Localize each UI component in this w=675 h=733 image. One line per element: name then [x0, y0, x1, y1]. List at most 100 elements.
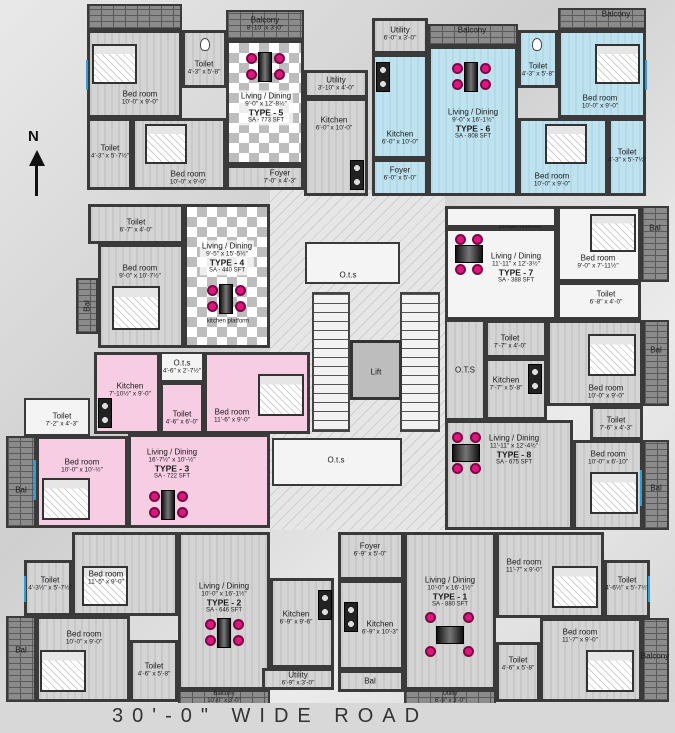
bed-icon: [590, 214, 636, 252]
stove-icon: [98, 398, 112, 428]
chair-icon: [470, 463, 481, 474]
label-t8-bal1: Bal: [650, 345, 662, 355]
room-t2-utility: [262, 668, 334, 690]
label-t7-bal: Bal: [649, 223, 661, 233]
dining-table-icon: [455, 245, 483, 263]
window: [24, 576, 26, 602]
room-t1-living: [404, 532, 496, 690]
lift: [350, 340, 402, 400]
chair-icon: [463, 612, 474, 623]
chair-icon: [233, 635, 244, 646]
chair-icon: [274, 53, 285, 64]
chair-icon: [452, 63, 463, 74]
bed-icon: [42, 478, 90, 520]
window: [34, 460, 36, 500]
label-ots-right: O.T.S: [454, 365, 476, 375]
bed-icon: [595, 44, 640, 84]
chair-icon: [233, 619, 244, 630]
dining-table-icon: [219, 284, 233, 314]
dining-table-icon: [436, 626, 464, 644]
chair-icon: [274, 69, 285, 80]
arrow-up-icon: [29, 150, 45, 166]
room-t3-toilet2: [24, 398, 90, 436]
lift-label: Lift: [370, 367, 382, 377]
label-t1-bal-text: Balcony: [640, 651, 670, 661]
room-t7-bal: [641, 206, 669, 282]
chair-icon: [246, 69, 257, 80]
north-label: N: [28, 128, 39, 145]
dining-table-icon: [217, 618, 231, 648]
road-label: 30'-0" WIDE ROAD: [112, 705, 429, 727]
label-t1-utility: Bal: [364, 676, 376, 686]
chair-icon: [452, 79, 463, 90]
bed-icon: [145, 124, 187, 164]
label-t8-bal2: Bal: [650, 483, 662, 493]
room-t1-toilet2: [496, 642, 540, 702]
chair-icon: [472, 264, 483, 275]
room-t2-toilet1: [24, 560, 72, 616]
room-ots-left: [160, 352, 204, 382]
chair-icon: [235, 301, 246, 312]
room-t5-foyer: [226, 165, 304, 190]
chair-icon: [425, 612, 436, 623]
chair-icon: [235, 285, 246, 296]
label-t6-balcony2: Balcony: [601, 9, 631, 19]
window: [645, 60, 647, 90]
room-t6-balcony2: [558, 8, 646, 30]
chair-icon: [425, 646, 436, 657]
room-t1-utility: [338, 670, 404, 692]
room-t4-living: [184, 204, 270, 348]
chair-icon: [149, 507, 160, 518]
room-t5-balcony-top: [87, 4, 182, 30]
stove-icon: [376, 62, 390, 92]
room-t2-toilet2: [130, 640, 178, 702]
label-t3-bal: Bal: [15, 485, 27, 495]
room-t6-balcony: [428, 24, 518, 46]
chair-icon: [480, 79, 491, 90]
room-t7-kp: [445, 206, 557, 228]
label-t2-bal: Bal: [15, 645, 27, 655]
chair-icon: [480, 63, 491, 74]
bed-icon: [545, 124, 587, 164]
room-t7-toilet: [557, 282, 641, 320]
north-arrow: N: [24, 128, 50, 198]
bed-icon: [82, 566, 128, 606]
room-t6-foyer: [372, 159, 428, 196]
room-t5-toilet2: [87, 118, 132, 190]
bed-icon: [258, 374, 304, 416]
stove-icon: [528, 364, 542, 394]
room-t8-toilet1: [485, 320, 547, 358]
